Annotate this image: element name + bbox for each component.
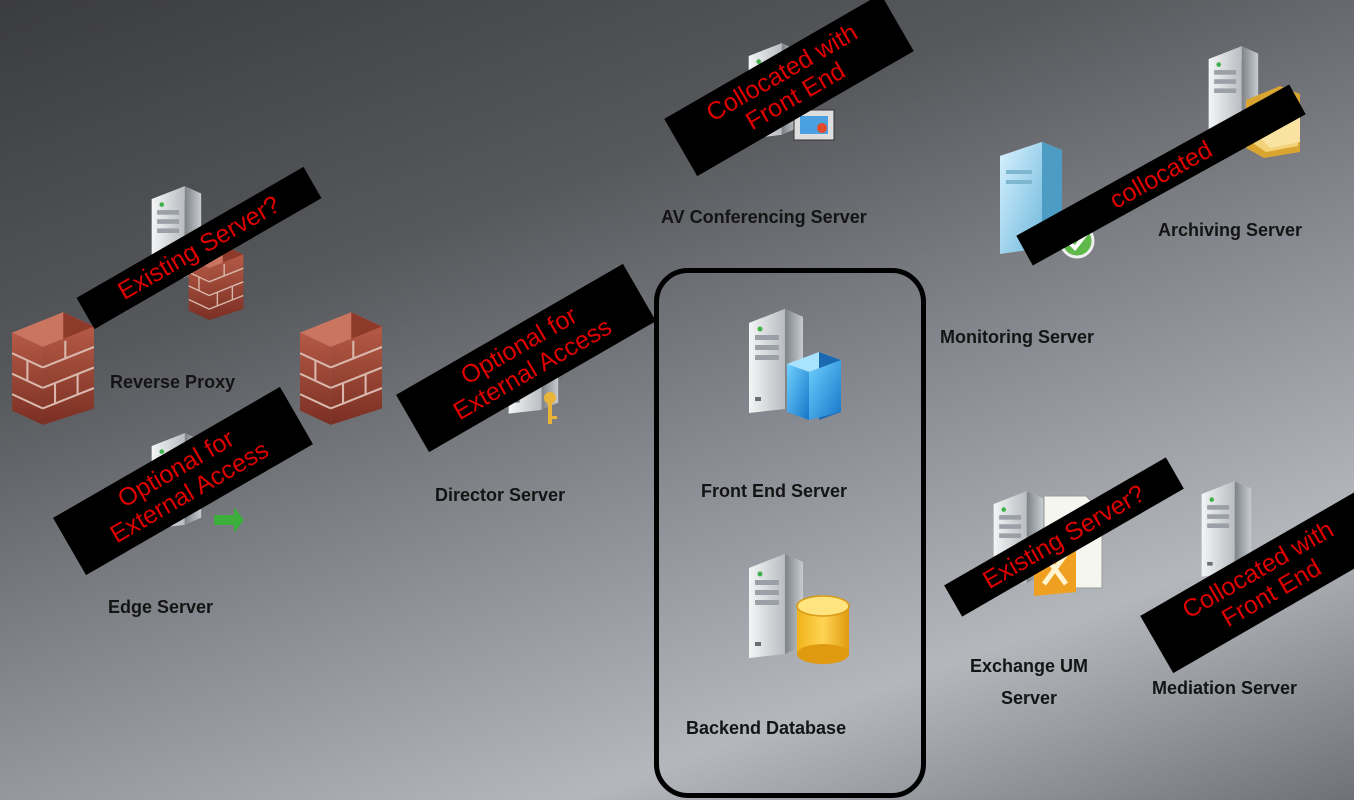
exchange-um-label-line1: Exchange UM: [969, 656, 1089, 676]
edge-label: Edge Server: [108, 597, 214, 617]
core-pool-container: [654, 268, 926, 798]
middle-firewall-icon: [300, 312, 382, 425]
director-label: Director Server: [435, 485, 566, 505]
left-firewall-icon: [12, 312, 94, 425]
director-key-icon: [544, 392, 557, 424]
av-media-icon: [793, 109, 835, 141]
front-end-blue-box-icon: [787, 352, 841, 420]
exchange-um-label-line2: Server: [1000, 688, 1058, 708]
av-conferencing-label: AV Conferencing Server: [661, 207, 867, 227]
mediation-label: Mediation Server: [1152, 678, 1298, 698]
database-icon: [796, 595, 850, 664]
front-end-label: Front End Server: [701, 481, 848, 501]
backend-database-label: Backend Database: [686, 718, 847, 738]
edge-arrow-icon: [214, 507, 244, 533]
monitoring-collocated-text: collocated: [1104, 135, 1217, 215]
archiving-label: Archiving Server: [1158, 220, 1303, 240]
monitoring-label: Monitoring Server: [940, 327, 1095, 347]
reverse-proxy-label: Reverse Proxy: [110, 372, 236, 392]
